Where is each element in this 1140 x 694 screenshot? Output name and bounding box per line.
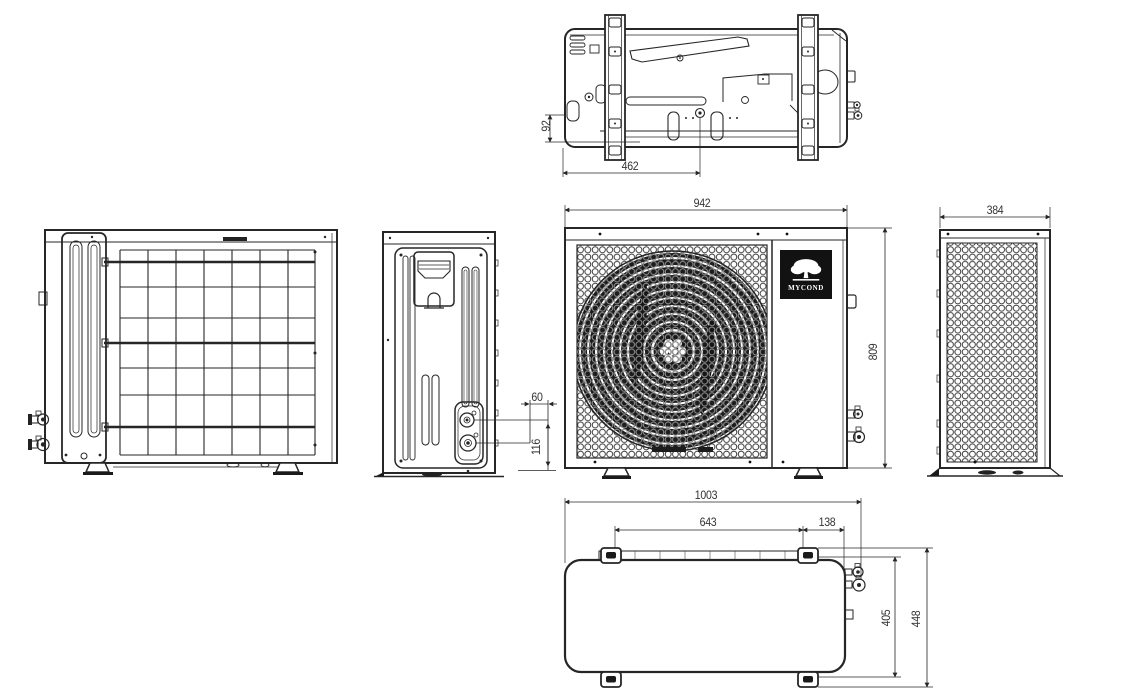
dim-front-width: 942 bbox=[693, 196, 711, 210]
brand-logo: MYCOND bbox=[780, 250, 832, 299]
tree-icon bbox=[790, 259, 822, 281]
bottom-view bbox=[555, 485, 940, 694]
dim-valve-height: 116 bbox=[529, 438, 543, 456]
dim-top-drain-offset: 462 bbox=[621, 159, 639, 173]
brand-name: MYCOND bbox=[788, 284, 824, 292]
top-view bbox=[540, 5, 890, 185]
back-view bbox=[28, 225, 348, 490]
dim-top-base-offset: 92 bbox=[539, 120, 553, 132]
side-view-left bbox=[370, 220, 565, 490]
dim-valve-offset: 60 bbox=[531, 390, 543, 404]
side-view-right bbox=[925, 195, 1140, 487]
dim-front-height: 809 bbox=[866, 343, 880, 361]
dim-bottom-overall-length: 1003 bbox=[694, 488, 718, 502]
dim-side-depth: 384 bbox=[986, 203, 1004, 217]
front-view bbox=[555, 195, 900, 487]
dim-bottom-foot-pitch: 643 bbox=[699, 515, 717, 529]
dim-bottom-valve-to-foot: 138 bbox=[818, 515, 836, 529]
dim-bottom-foot-depth: 405 bbox=[879, 609, 893, 627]
dim-bottom-overall-depth: 448 bbox=[909, 610, 923, 628]
